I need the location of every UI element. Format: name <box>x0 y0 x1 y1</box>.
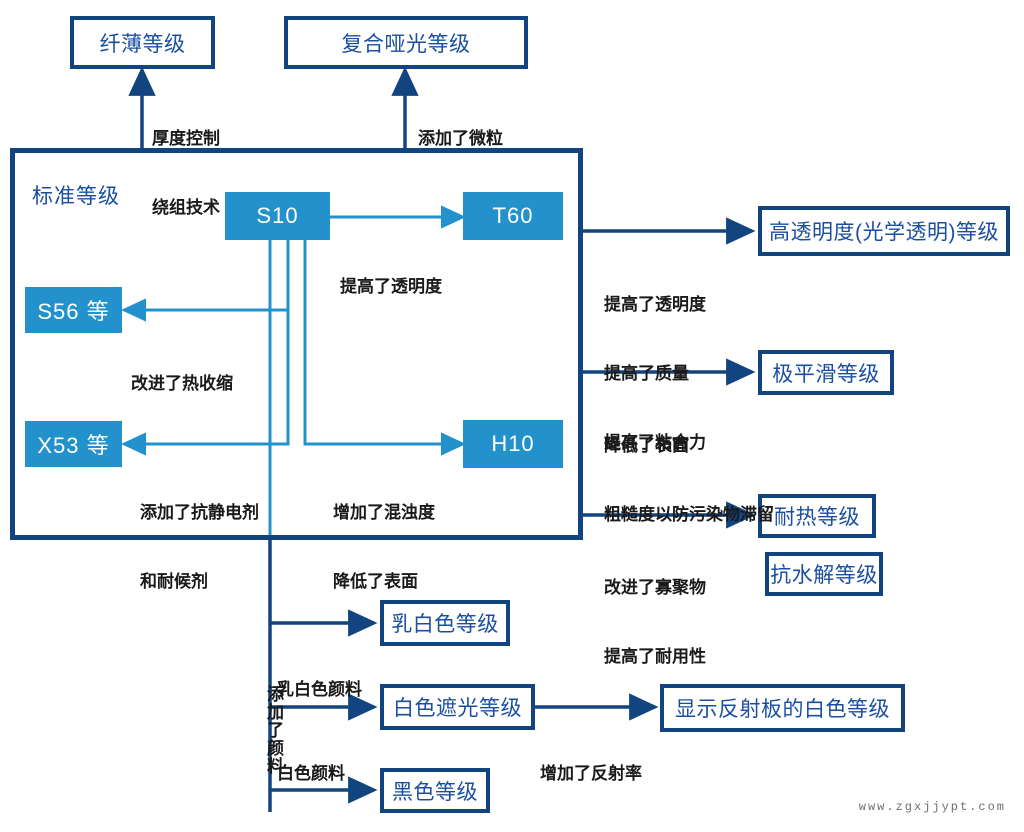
standard-grade-container <box>10 148 583 540</box>
outcome-label-ultra-smooth-grade: 极平滑等级 <box>772 362 880 386</box>
grade-box-s10[interactable]: S10 <box>225 192 330 240</box>
grade-box-h10[interactable]: H10 <box>463 420 563 468</box>
outcome-box-hydrolysis-resistant-grade[interactable]: 抗水解等级 <box>765 552 883 596</box>
edge-label-white-pigment-line1: 白色颜料 <box>277 764 345 783</box>
edge-label-increased-haze: 增加了混浊度 降低了表面 <box>333 455 435 639</box>
edge-label-oligomer-durability: 改进了寡聚物 提高了耐用性 <box>604 530 706 714</box>
edge-label-increased-haze-line2: 降低了表面 <box>333 572 418 591</box>
standard-grade-label: 标准等级 <box>32 185 120 208</box>
edge-label-milky-pigment-line1: 乳白色颜料 <box>277 680 362 699</box>
edge-label-white-pigment: 白色颜料 <box>277 716 345 831</box>
edge-label-tqa-line2: 提高了质量 <box>604 364 689 383</box>
edge-label-improved-heat-shrink: 改进了热收缩 <box>131 326 233 441</box>
edge-label-increased-reflectance-line1: 增加了反射率 <box>540 764 642 783</box>
outcome-label-milky-white-grade: 乳白色等级 <box>391 613 499 636</box>
edge-label-improved-transparency-line1: 提高了透明度 <box>340 277 442 296</box>
grade-label-s10: S10 <box>256 203 299 228</box>
outcome-box-reflector-white-grade[interactable]: 显示反射板的白色等级 <box>660 684 905 732</box>
edge-label-reduced-surface-roughness: 降低了表面 粗糙度以防污染物滞留 <box>604 388 774 572</box>
edge-label-od-line1: 改进了寡聚物 <box>604 578 706 597</box>
outcome-label-hydrolysis-resistant-grade: 抗水解等级 <box>770 564 878 587</box>
outcome-label-thin-grade: 纤薄等级 <box>99 32 186 56</box>
edge-label-thickness-control-line1: 厚度控制 <box>152 129 220 148</box>
edge-label-rsr-line2: 粗糙度以防污染物滞留 <box>604 505 774 524</box>
grade-label-x53: X53 等 <box>37 433 110 458</box>
outcome-label-high-transparency-grade: 高透明度(光学透明)等级 <box>769 221 999 244</box>
outcome-box-high-transparency-grade[interactable]: 高透明度(光学透明)等级 <box>758 206 1010 256</box>
edge-label-transparency-quality-adhesion: 提高了透明度 提高了质量 提高了粘合力 <box>604 247 706 500</box>
watermark: www.zgxjjypt.com <box>858 800 1006 814</box>
outcome-label-heat-resistant-grade: 耐热等级 <box>774 506 860 529</box>
edge-label-black-pigment: 黑色颜料 <box>277 799 345 832</box>
grade-box-s56[interactable]: S56 等 <box>25 287 122 333</box>
edge-label-od-line2: 提高了耐用性 <box>604 647 706 666</box>
grade-label-s56: S56 等 <box>37 299 110 324</box>
outcome-label-composite-matte-grade: 复合哑光等级 <box>341 32 471 56</box>
outcome-box-heat-resistant-grade[interactable]: 耐热等级 <box>758 494 876 538</box>
edge-label-antistatic-weather: 添加了抗静电剂 和耐候剂 <box>140 455 259 639</box>
grade-label-t60: T60 <box>492 203 534 228</box>
grade-box-t60[interactable]: T60 <box>463 192 563 240</box>
edge-label-added-particles: 添加了微粒 <box>418 81 503 196</box>
edge-label-milky-pigment: 乳白色颜料 <box>277 632 362 747</box>
edge-label-tqa-line3: 提高了粘合力 <box>604 433 706 452</box>
outcome-box-composite-matte-grade[interactable]: 复合哑光等级 <box>284 16 528 69</box>
edge-label-thickness-control: 厚度控制 绕组技术 <box>152 81 220 265</box>
edge-label-thickness-control-line2: 绕组技术 <box>152 198 220 217</box>
grade-box-x53[interactable]: X53 等 <box>25 421 122 467</box>
edge-label-rsr-line1: 降低了表面 <box>604 436 689 455</box>
edge-label-antistatic-weather-line2: 和耐候剂 <box>140 572 208 591</box>
outcome-label-black-grade: 黑色等级 <box>392 780 478 804</box>
grade-label-h10: H10 <box>491 431 535 456</box>
outcome-label-white-light-blocking-grade: 白色遮光等级 <box>393 697 522 720</box>
outcome-box-ultra-smooth-grade[interactable]: 极平滑等级 <box>758 350 894 395</box>
edge-label-tqa-line1: 提高了透明度 <box>604 295 706 314</box>
edge-label-added-pigment: 添加了颜料 <box>243 605 303 775</box>
outcome-label-reflector-white-grade: 显示反射板的白色等级 <box>675 698 890 721</box>
outcome-box-white-light-blocking-grade[interactable]: 白色遮光等级 <box>380 684 535 730</box>
edge-label-increased-reflectance: 增加了反射率 <box>540 716 642 831</box>
outcome-box-milky-white-grade[interactable]: 乳白色等级 <box>380 600 510 646</box>
edge-label-added-pigment-text: 添加了颜料 <box>264 685 283 775</box>
outcome-box-thin-grade[interactable]: 纤薄等级 <box>70 16 215 69</box>
edge-label-increased-haze-line1: 增加了混浊度 <box>333 503 435 522</box>
edge-label-improved-heat-shrink-line1: 改进了热收缩 <box>131 374 233 393</box>
edge-label-improved-transparency-s10-t60: 提高了透明度 <box>340 229 442 344</box>
outcome-box-black-grade[interactable]: 黑色等级 <box>380 768 490 813</box>
edge-label-added-particles-line1: 添加了微粒 <box>418 129 503 148</box>
edge-label-antistatic-weather-line1: 添加了抗静电剂 <box>140 503 259 522</box>
